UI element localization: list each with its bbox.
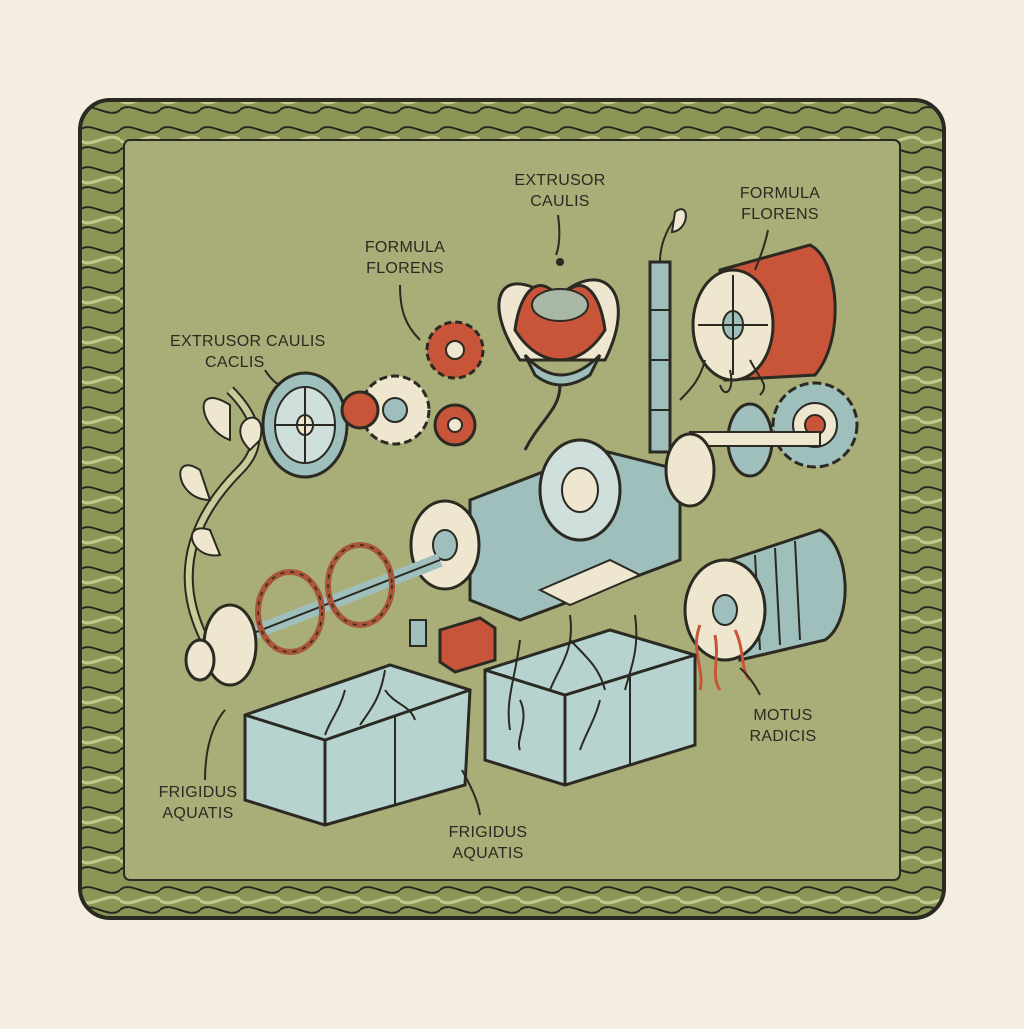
label-line: MOTUS	[753, 707, 813, 724]
label-line: AQUATIS	[452, 845, 524, 862]
label-line: CACLIS	[205, 354, 265, 371]
pointer-arrows	[204, 214, 769, 816]
label-line: FLORENS	[741, 206, 819, 223]
label-line: FRIGIDUS	[448, 824, 528, 841]
label-frigidus-aquatis-left: FRIGIDUS AQUATIS	[148, 782, 248, 824]
left-vine-leaves	[179, 386, 263, 653]
label-line: AQUATIS	[162, 805, 234, 822]
gear-icon	[340, 320, 485, 447]
label-extrusor-caulis-top: EXTRUSOR CAULIS	[505, 170, 615, 212]
label-formula-florens-right: FORMULA FLORENS	[725, 183, 835, 225]
thorny-coil	[184, 542, 443, 687]
right-gear	[689, 381, 859, 478]
label-line: CAULIS	[530, 193, 590, 210]
label-line: FORMULA	[739, 185, 821, 202]
label-line: FORMULA	[364, 239, 446, 256]
motor-icon	[683, 528, 847, 691]
left-wheel	[261, 371, 349, 479]
central-machine	[409, 432, 716, 622]
label-frigidus-aquatis-center: FRIGIDUS AQUATIS	[438, 822, 538, 864]
water-tank-icon	[243, 628, 697, 827]
label-motus-radicis: MOTUS RADICIS	[738, 705, 828, 747]
label-extrusor-caulis-left: EXTRUSOR CAULIS CACLIS	[170, 331, 335, 373]
label-line: RADICIS	[749, 728, 817, 745]
flower-icon	[497, 258, 620, 451]
label-line: FLORENS	[366, 260, 444, 277]
rust-block	[409, 616, 497, 674]
stem-pipe	[648, 208, 687, 454]
label-line: EXTRUSOR	[514, 172, 606, 189]
label-formula-florens-mid: FORMULA FLORENS	[350, 237, 460, 279]
rust-drum	[679, 243, 837, 401]
label-line: EXTRUSOR CAULIS	[170, 333, 326, 350]
label-line: FRIGIDUS	[158, 784, 238, 801]
root-icon	[324, 614, 638, 751]
